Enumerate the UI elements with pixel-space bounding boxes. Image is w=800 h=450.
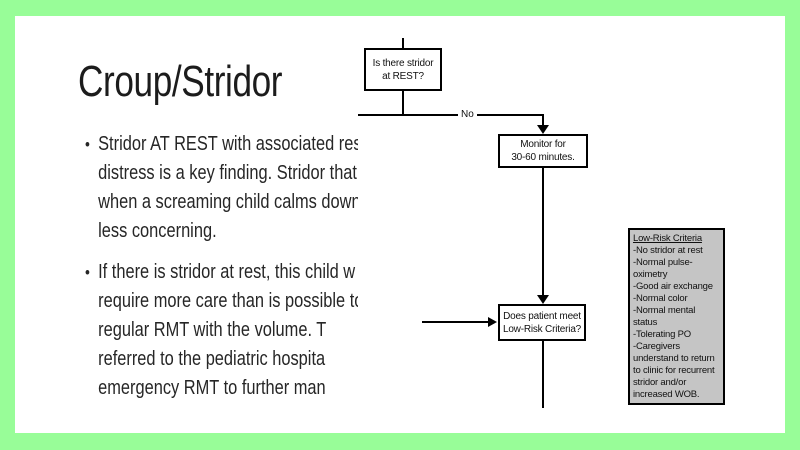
bullet-item: • Stridor AT REST with associated res di…	[85, 130, 593, 246]
flow-node-low-risk-question: Does patient meet Low-Risk Criteria?	[498, 304, 586, 341]
low-risk-criteria-box: Low-Risk Criteria -No stridor at rest -N…	[628, 228, 725, 405]
flow-node-line: 30-60 minutes.	[511, 152, 575, 163]
bullet-marker: •	[85, 263, 90, 282]
flow-node-line: Does patient meet	[503, 310, 581, 322]
flow-node-line: Low-Risk Criteria?	[502, 323, 582, 335]
bullet-marker: •	[85, 135, 90, 154]
flow-node-line: Monitor for	[520, 139, 566, 150]
bullet-text: Stridor AT REST with associated res dist…	[98, 130, 361, 246]
flow-node-line: Is there stridor	[372, 57, 434, 69]
connector-question-down	[542, 341, 544, 408]
bullet-line: If there is stridor at rest, this child …	[98, 261, 356, 283]
flow-node-line: at REST?	[382, 70, 424, 82]
arrowhead-left-into-question	[488, 317, 497, 327]
flow-node-stridor-at-rest: Is there stridor at REST?	[364, 48, 442, 91]
bullet-line: require more care than is possible to	[98, 290, 364, 312]
bullet-line: emergency RMT to further man	[98, 377, 326, 399]
arrowhead-into-monitor	[537, 125, 549, 134]
bullet-line: regular RMT with the volume. T	[98, 319, 327, 341]
criteria-item: -Normal pulse-oximetry	[633, 257, 693, 280]
connector-stub-top	[402, 38, 404, 49]
criteria-item: -No stridor at rest	[633, 245, 703, 256]
bullet-line: less concerning.	[98, 220, 217, 242]
criteria-item: -Good air exchange	[633, 281, 713, 292]
slide: Croup/Stridor • Stridor AT REST with ass…	[15, 16, 785, 433]
connector-branch-horizontal	[358, 114, 544, 116]
connector-node1-down	[402, 91, 404, 116]
connector-monitor-down	[542, 168, 544, 296]
criteria-title: Low-Risk Criteria	[633, 233, 702, 244]
connector-left-into-question	[422, 321, 489, 323]
flow-node-monitor: Monitor for 30-60 minutes.	[498, 134, 588, 168]
edge-label-no: No	[458, 108, 477, 121]
criteria-item: -Normal mental status	[633, 305, 696, 328]
bullet-item: • If there is stridor at rest, this chil…	[85, 258, 593, 403]
bullet-text: If there is stridor at rest, this child …	[98, 258, 363, 403]
bullet-line: when a screaming child calms down	[98, 191, 361, 213]
bullet-line: distress is a key finding. Stridor that	[98, 162, 357, 184]
bullet-line: referred to the pediatric hospita	[98, 348, 326, 370]
arrowhead-into-question	[537, 295, 549, 304]
bullet-list: • Stridor AT REST with associated res di…	[85, 130, 593, 403]
criteria-item: -Caregivers understand to return to clin…	[633, 341, 715, 400]
slide-title: Croup/Stridor	[78, 57, 283, 106]
connector-branch-down	[542, 114, 544, 128]
bullet-line: Stridor AT REST with associated res	[98, 133, 362, 155]
criteria-item: -Tolerating PO	[633, 329, 691, 340]
criteria-item: -Normal color	[633, 293, 688, 304]
flowchart: Is there stridor at REST? No Monitor for…	[358, 38, 782, 408]
